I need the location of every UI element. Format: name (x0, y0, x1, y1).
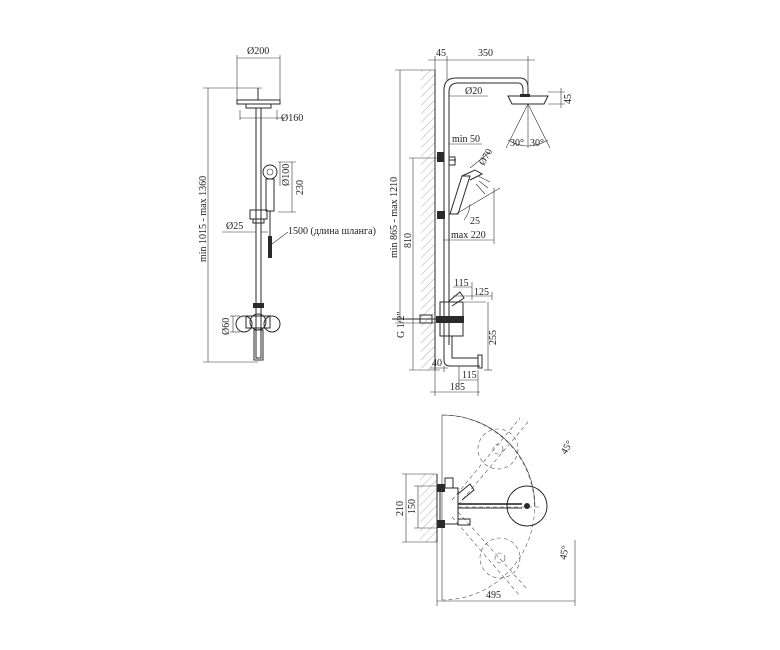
dim-spout-drop: 255 (464, 301, 499, 371)
label-dia-plate: Ø160 (281, 113, 303, 124)
label-depth-115-bottom: 115 (462, 370, 477, 381)
label-mixer-height: 810 (403, 233, 414, 248)
label-head-thickness: 45 (563, 94, 574, 104)
dim-thread: G 1/2" (396, 311, 407, 338)
head-position-center (458, 485, 548, 527)
label-min-holder: min 50 (452, 134, 480, 145)
dim-hand-shower: Ø100 230 (278, 161, 306, 213)
label-reach-495: 495 (486, 590, 501, 601)
mixer-top (437, 477, 475, 528)
wall-side (421, 70, 436, 370)
label-width-210: 210 (395, 501, 406, 516)
holder-slider-front (249, 209, 268, 224)
dim-holder-diameter: Ø70 (469, 147, 495, 169)
dim-holder-angle: 25 (455, 187, 501, 227)
label-dia-hand: Ø100 (281, 164, 292, 186)
rotation-arc (441, 414, 540, 601)
dim-max-220: max 220 (444, 188, 495, 244)
dim-top-side: 45 350 (428, 48, 535, 85)
label-depth-115-top: 115 (454, 278, 469, 289)
label-spout-drop: 255 (488, 330, 499, 345)
shower-rod-front (255, 107, 262, 359)
dim-head-diameter: Ø200 (236, 46, 281, 100)
dim-mixer-depth-top: 115 125 (453, 278, 493, 300)
dim-rod-diameter: Ø25 (222, 221, 268, 233)
label-angle-top: 45° (559, 439, 576, 457)
dim-plate-diameter: Ø160 (239, 110, 303, 124)
label-hose: 1500 (длина шланга) (288, 226, 376, 237)
dim-pipe-diameter: Ø20 (449, 86, 488, 97)
label-width-150: 150 (407, 499, 418, 514)
label-depth-185: 185 (450, 382, 465, 393)
label-dia-holder: Ø70 (477, 147, 495, 167)
label-angle-right: 30° (530, 138, 544, 149)
shower-head-front (236, 88, 281, 109)
label-hand-height: 230 (295, 180, 306, 195)
dim-reach-495: 495 (436, 540, 576, 606)
head-position-top (451, 417, 529, 506)
label-arm-length: 350 (478, 48, 493, 59)
label-dia-mixer: Ø60 (221, 318, 232, 335)
mixer-side (392, 291, 483, 369)
top-view: 45° 45° 210 150 495 (395, 414, 576, 606)
label-angle-bottom: 45° (558, 545, 571, 561)
label-side-height: min 865 - max 1210 (389, 177, 400, 258)
hand-shower-front (262, 164, 278, 258)
label-depth-125: 125 (474, 287, 489, 298)
hand-shower-side (437, 152, 491, 219)
label-holder-angle: 25 (470, 216, 480, 227)
label-dia-rod: Ø25 (226, 221, 243, 232)
mixer-front (235, 303, 281, 361)
shower-pipe-side (443, 77, 529, 345)
dim-width-top: 210 150 (395, 473, 437, 543)
label-thread: G 1/2" (396, 311, 407, 338)
label-max-reach: max 220 (451, 230, 486, 241)
dim-min-50: min 50 (449, 134, 482, 145)
label-wall-offset: 45 (436, 48, 446, 59)
label-dia-head: Ø200 (247, 46, 269, 57)
side-view: 45 350 Ø20 30° 30° 45 (389, 48, 574, 396)
dim-front-height: min 1015 - max 1360 (198, 87, 262, 363)
shower-head-side: 30° 30° (505, 94, 551, 149)
wall-top (420, 474, 438, 542)
hose-note: 1500 (длина шланга) (271, 226, 376, 245)
label-dia-pipe: Ø20 (465, 86, 482, 97)
dim-head-thickness: 45 (548, 88, 574, 108)
label-front-height: min 1015 - max 1360 (198, 176, 209, 262)
label-depth-40: 40 (432, 358, 442, 369)
label-angle-left: 30° (510, 138, 524, 149)
front-view: Ø200 Ø160 (198, 46, 376, 363)
dim-bottom-side: 40 115 185 (430, 358, 480, 396)
dim-mixer-diameter: Ø60 (221, 315, 240, 335)
